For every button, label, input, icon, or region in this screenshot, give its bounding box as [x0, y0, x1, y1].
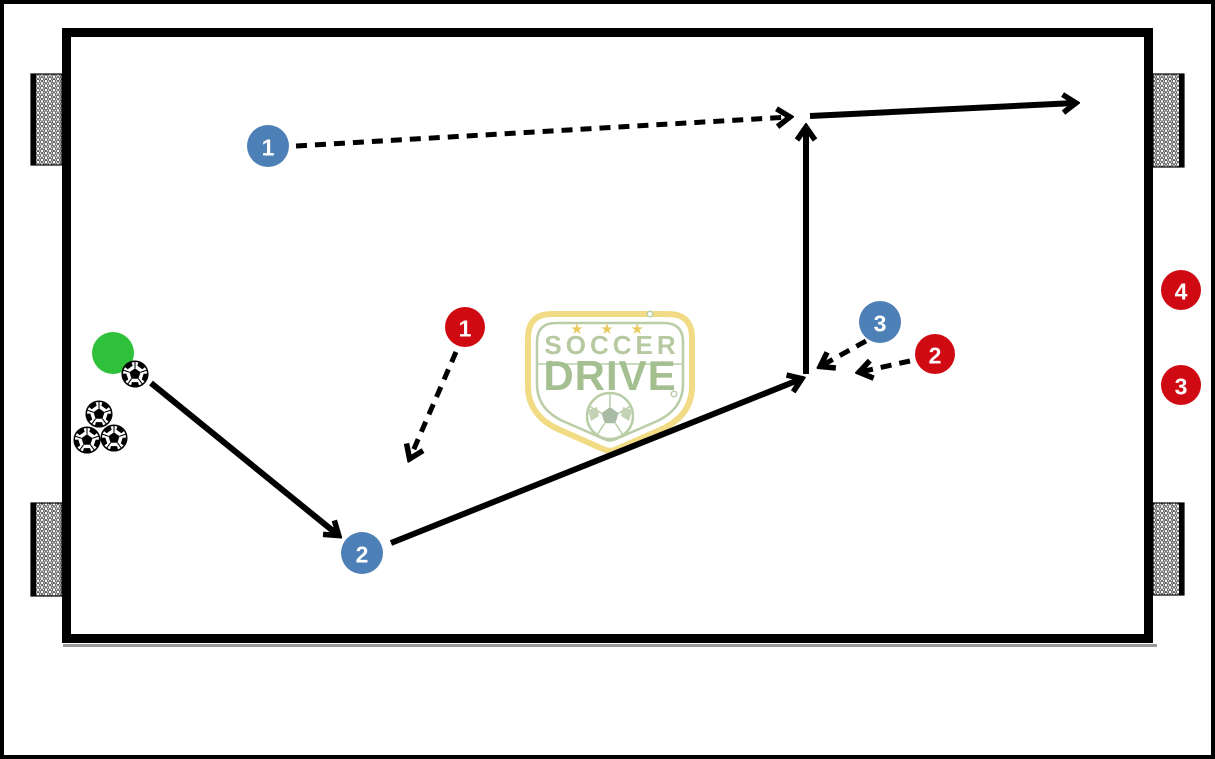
player-circle: [1161, 365, 1201, 405]
players-layer: 1 2 3 1 2 3 4: [247, 125, 1201, 574]
green-disc-marker: [92, 332, 134, 374]
player-marker-red-3: 3: [1161, 365, 1201, 405]
player-marker-blue-3: 3: [859, 301, 901, 343]
player-circle: [247, 125, 289, 167]
dashed-arrow: [860, 358, 911, 372]
equipment-layer: [72, 332, 150, 455]
soccerdrive-watermark-logo: ★ ★ ★ SOCCER DRIVE: [525, 310, 695, 454]
logo-text-soccer: SOCCER: [544, 330, 679, 360]
player-number: 3: [874, 310, 887, 336]
player-marker-red-1: 1: [445, 307, 485, 347]
goals-layer: [30, 73, 1185, 597]
logo-text-drive: DRIVE: [543, 352, 676, 399]
player-circle: [1161, 270, 1201, 310]
goal: [1152, 73, 1185, 168]
goal: [1152, 502, 1185, 596]
logo-dot: [546, 360, 554, 368]
player-number: 4: [1175, 278, 1188, 304]
player-number: 2: [356, 541, 369, 567]
dashed-arrow: [410, 351, 459, 458]
field-layer: [62, 28, 1157, 647]
logo-outer-shield: [525, 311, 695, 454]
player-circle: [915, 334, 955, 374]
logo-dot: [670, 390, 678, 398]
dashed-arrow: [821, 338, 868, 366]
logo-inner-shield: [535, 321, 685, 442]
player-circle: [859, 301, 901, 343]
goal-net: [30, 502, 63, 597]
logo-ball-icon: [585, 391, 635, 441]
player-number: 1: [459, 315, 472, 341]
field-boundary: [62, 28, 1153, 643]
solid-arrow: [389, 379, 801, 546]
logo-stars-icon: ★ ★ ★: [570, 320, 650, 338]
solid-arrow: [149, 380, 338, 535]
player-number: 2: [929, 342, 942, 368]
player-marker-blue-2: 2: [341, 532, 383, 574]
player-marker-red-2: 2: [915, 334, 955, 374]
player-number: 3: [1175, 373, 1188, 399]
goal: [30, 502, 63, 597]
player-circle: [341, 532, 383, 574]
logo-dot: [646, 310, 654, 318]
player-circle: [445, 307, 485, 347]
goal: [30, 73, 63, 166]
player-marker-blue-1: 1: [247, 125, 289, 167]
dashed-arrow: [295, 117, 789, 149]
arrows-layer: [149, 103, 1075, 546]
player-marker-red-4: 4: [1161, 270, 1201, 310]
player-number: 1: [262, 134, 275, 160]
solid-arrow: [809, 103, 1075, 119]
